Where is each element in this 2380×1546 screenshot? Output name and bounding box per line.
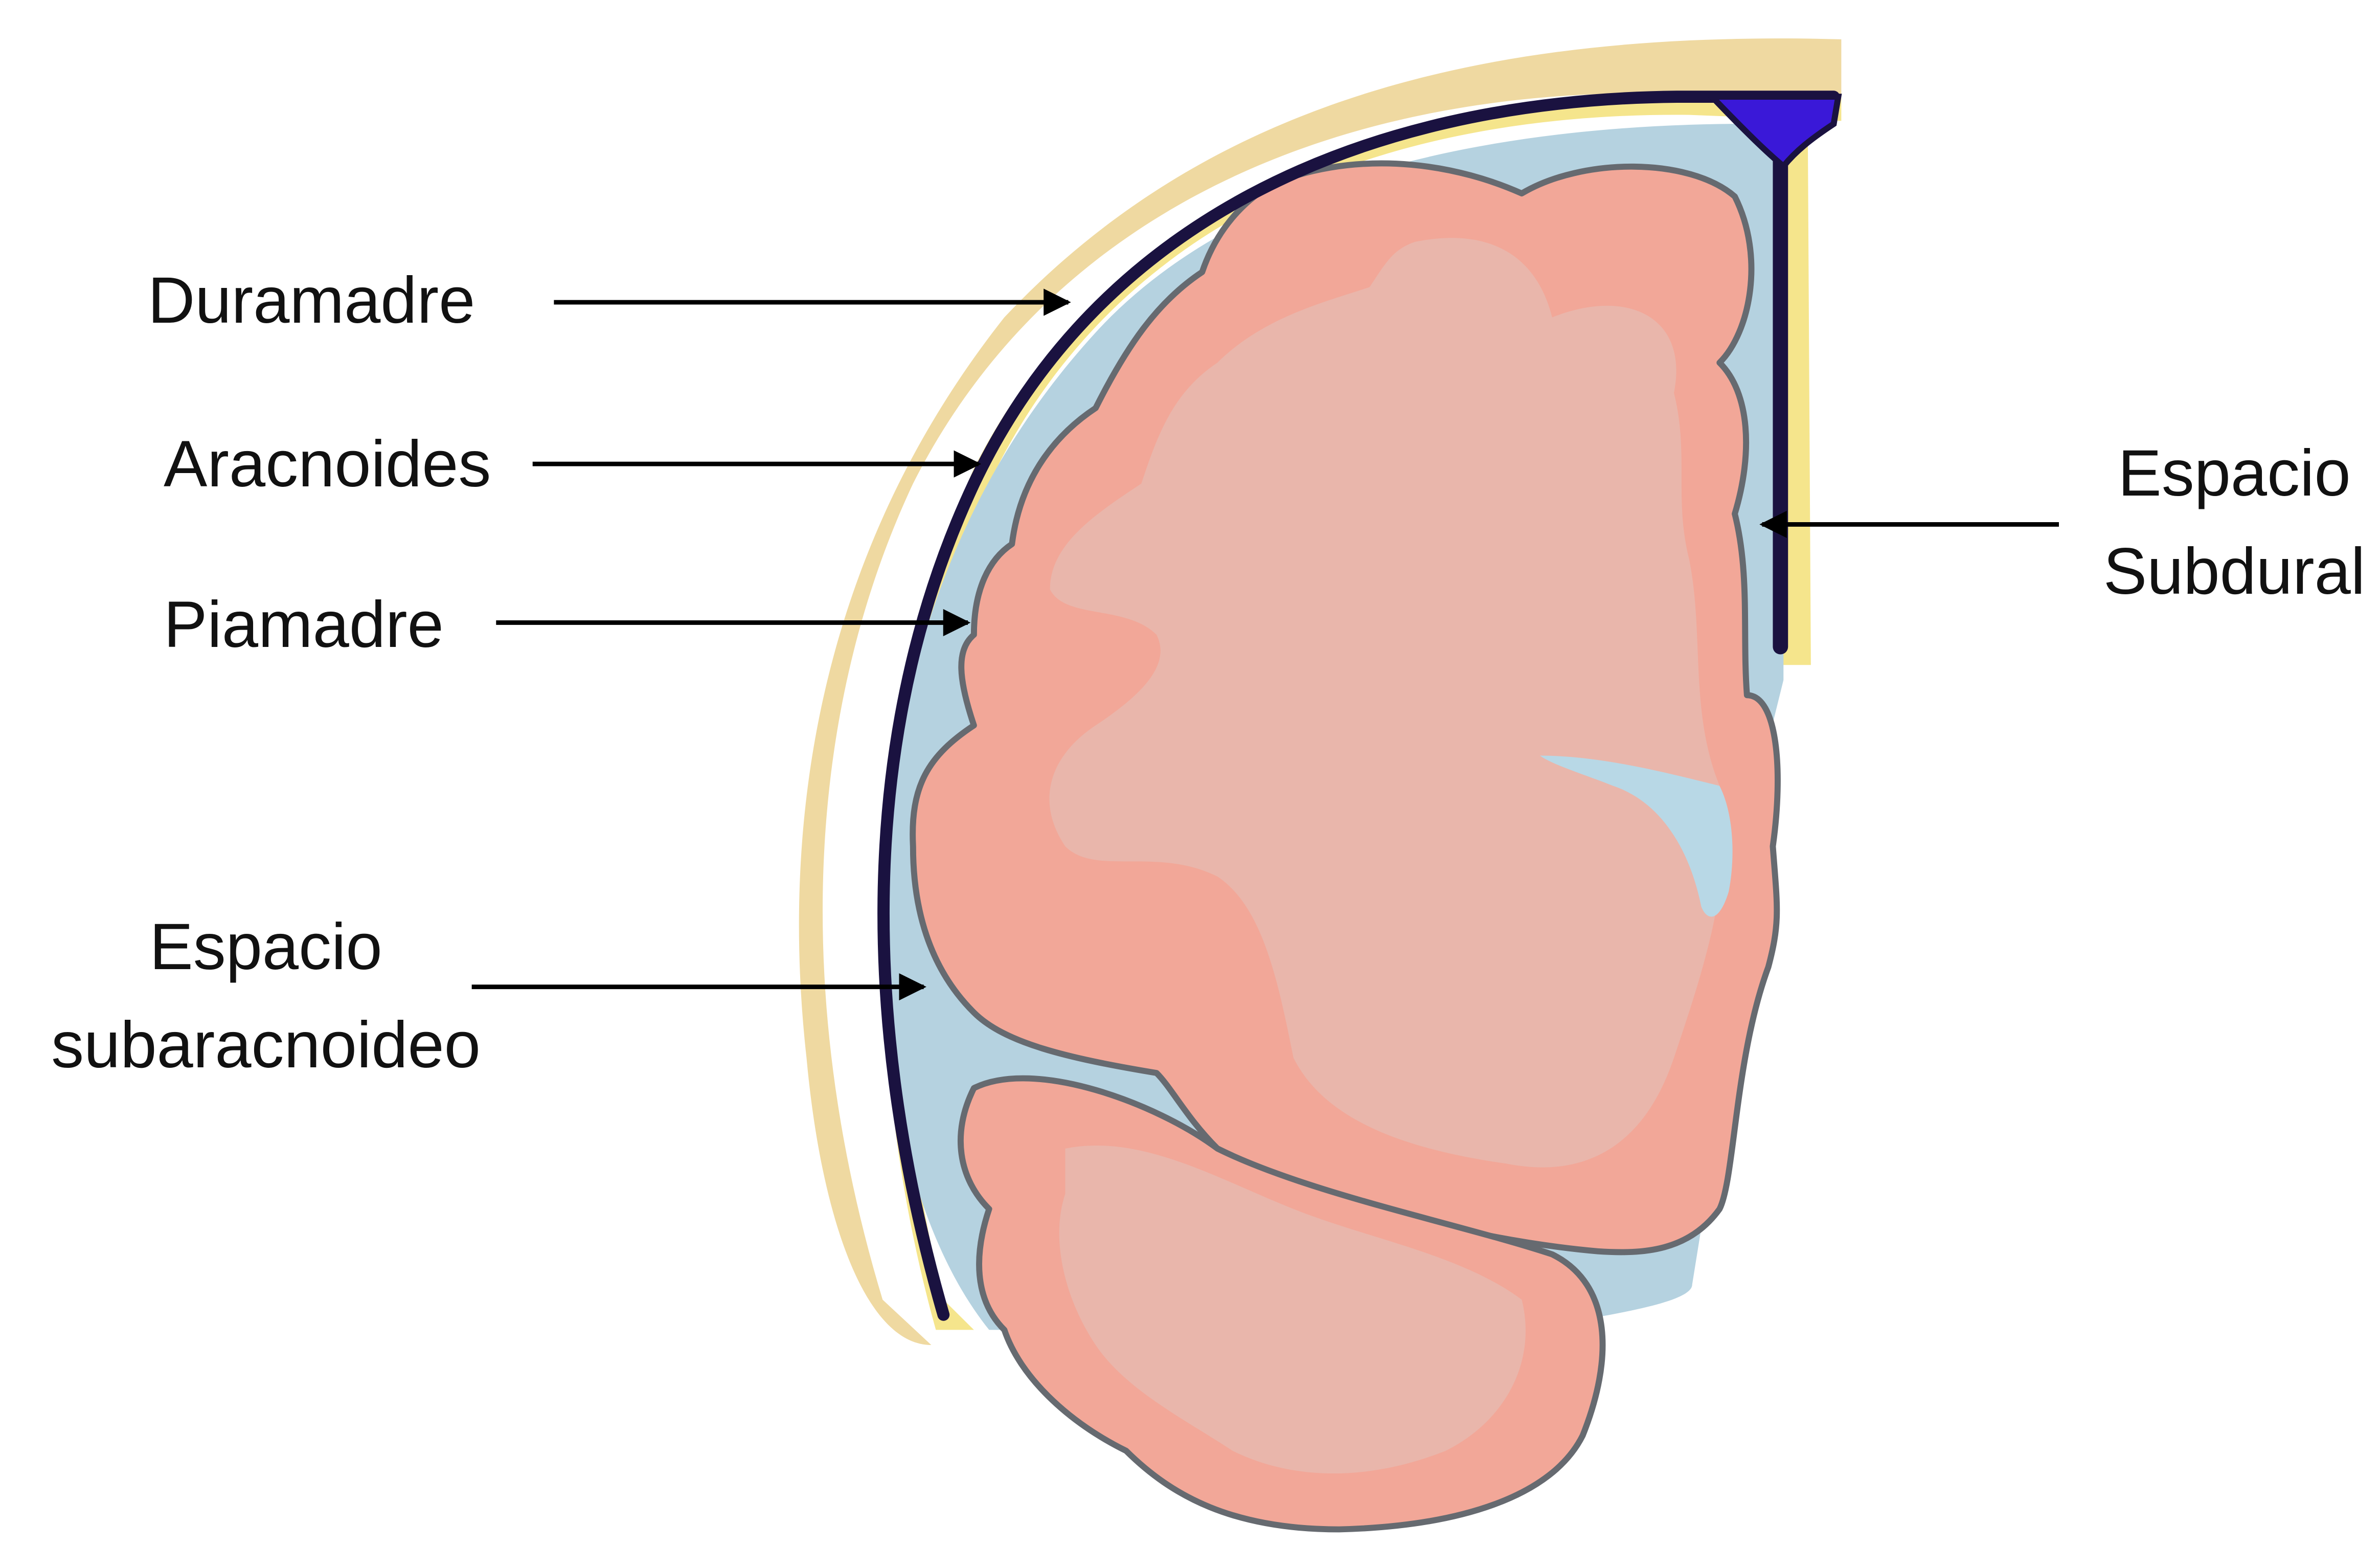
label-espacio-subaracnoideo: Espacio subaracnoideo — [20, 898, 511, 1094]
label-espacio-subdural: Espacio Subdural — [2066, 424, 2380, 621]
label-piamadre: Piamadre — [164, 576, 444, 674]
label-aracnoides: Aracnoides — [164, 415, 491, 513]
label-duramadre: Duramadre — [148, 252, 475, 350]
